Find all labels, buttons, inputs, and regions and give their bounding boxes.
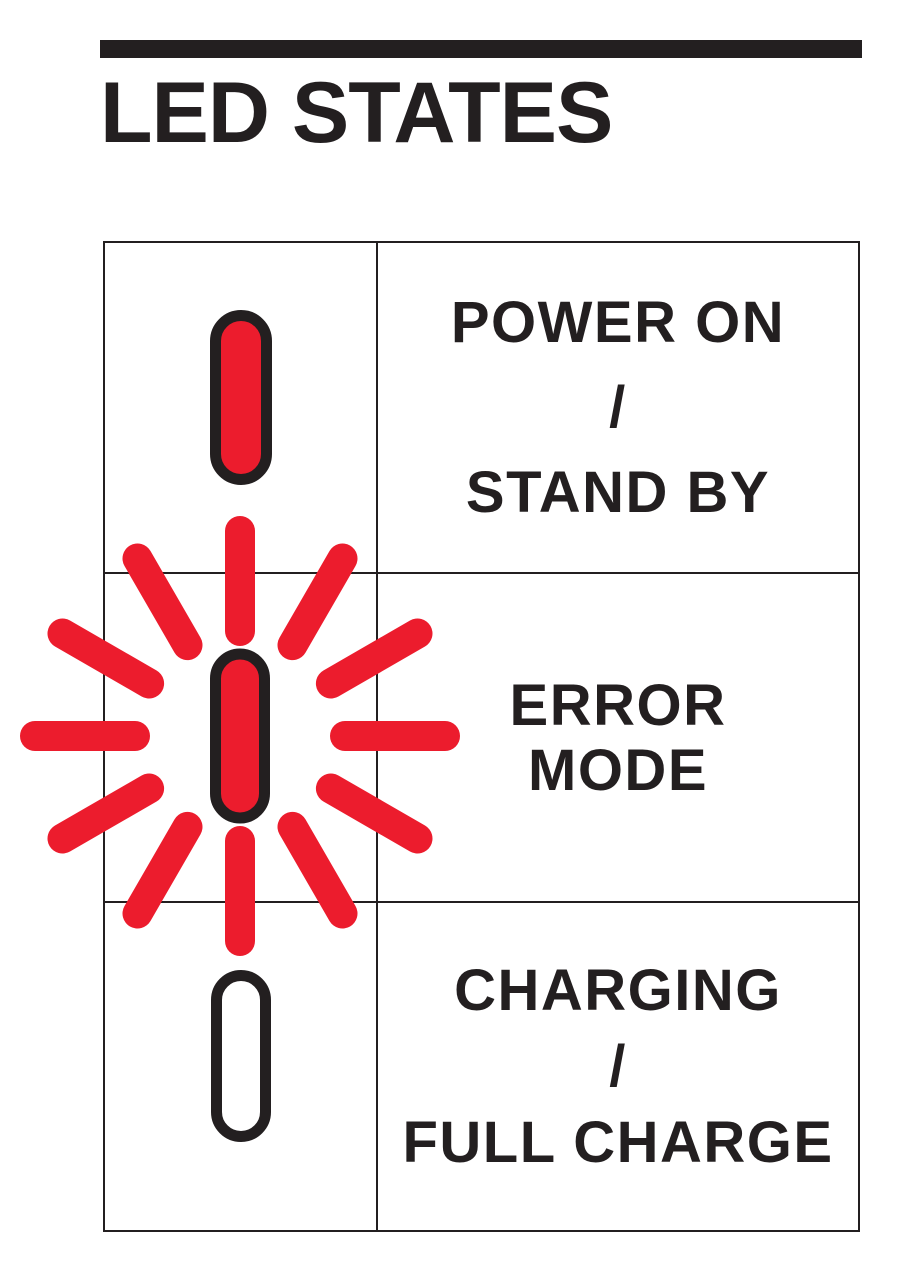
- label-line: MODE: [528, 737, 708, 803]
- page-title: LED STATES: [100, 65, 613, 161]
- title-rule-bar: [100, 40, 862, 58]
- led-state-label: ERROR MODE: [510, 673, 727, 803]
- label-line: /: [609, 1033, 627, 1099]
- label-cell-error: ERROR MODE: [376, 572, 858, 901]
- led-cell-charging: [105, 901, 376, 1230]
- led-blinking-icon: [20, 516, 460, 956]
- label-cell-charging: CHARGING / FULL CHARGE: [376, 901, 858, 1230]
- label-line: FULL CHARGE: [402, 1109, 834, 1175]
- led-center-pill: [210, 648, 270, 824]
- label-line: ERROR: [509, 672, 727, 738]
- label-line: CHARGING: [454, 957, 782, 1023]
- led-states-table: POWER ON / STAND BY ERROR MODE CHARGING …: [103, 241, 860, 1232]
- led-solid-icon: [209, 310, 272, 485]
- label-line: STAND BY: [465, 460, 771, 525]
- burst-rays: [20, 516, 460, 956]
- label-line: POWER ON: [450, 290, 786, 355]
- led-state-label: POWER ON / STAND BY: [451, 280, 785, 535]
- label-line: /: [609, 375, 627, 440]
- led-state-label: CHARGING / FULL CHARGE: [402, 953, 833, 1181]
- led-outline-icon: [210, 969, 271, 1142]
- led-cell-power: [105, 243, 376, 572]
- label-cell-power: POWER ON / STAND BY: [376, 243, 858, 572]
